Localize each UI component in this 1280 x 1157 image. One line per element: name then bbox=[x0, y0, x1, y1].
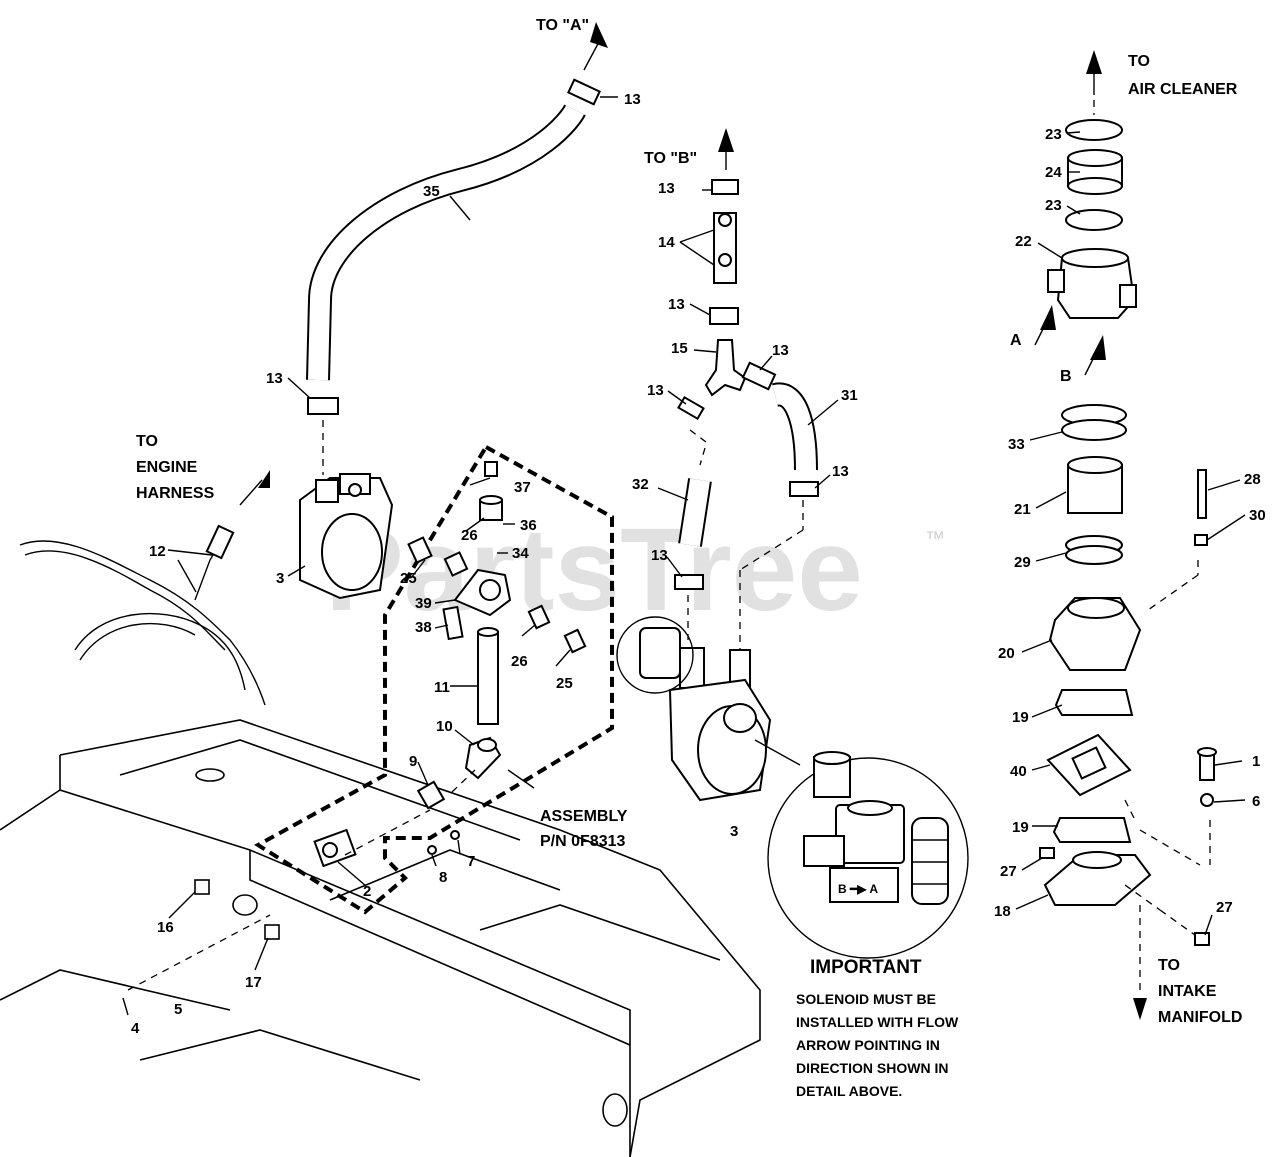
label-to-intake-3: MANIFOLD bbox=[1158, 1009, 1242, 1026]
part-number: 27 bbox=[1216, 899, 1233, 916]
assembly-boundary bbox=[254, 444, 614, 915]
part-number: 11 bbox=[434, 679, 450, 696]
part-number: 30 bbox=[1249, 507, 1266, 524]
part-number: 8 bbox=[439, 869, 447, 886]
label-letter-a: A bbox=[1010, 332, 1022, 349]
part-number: 25 bbox=[400, 570, 417, 587]
label-to-air-cleaner-1: TO bbox=[1128, 53, 1150, 70]
part-number: 3 bbox=[730, 823, 738, 840]
part-number: 21 bbox=[1014, 501, 1031, 518]
arrow-to-b bbox=[718, 128, 734, 152]
part-number: 6 bbox=[1252, 793, 1260, 810]
part-number: 18 bbox=[994, 903, 1011, 920]
part-number: 28 bbox=[1244, 471, 1261, 488]
part-number: 13 bbox=[624, 91, 641, 108]
part-number: 4 bbox=[131, 1020, 140, 1037]
part-number: 13 bbox=[668, 296, 685, 313]
part-number: 16 bbox=[157, 919, 174, 936]
generator-frame bbox=[0, 719, 761, 1157]
middle-hose-parts bbox=[674, 179, 819, 590]
part-number: 1 bbox=[1252, 753, 1260, 770]
part-number: 10 bbox=[436, 718, 453, 735]
part-number: 32 bbox=[632, 476, 649, 493]
part-number: 17 bbox=[245, 974, 262, 991]
part-number: 13 bbox=[772, 342, 789, 359]
part-number: 9 bbox=[409, 753, 417, 770]
part-number: 31 bbox=[841, 387, 858, 404]
part-number: 38 bbox=[415, 619, 432, 636]
hose-clamp bbox=[307, 397, 339, 415]
part-number: 5 bbox=[174, 1001, 182, 1018]
solenoid-detail: B ━▶ A bbox=[767, 751, 969, 959]
part-number: 23 bbox=[1045, 197, 1062, 214]
label-to-engine-2: ENGINE bbox=[136, 459, 198, 476]
air-intake-stack bbox=[1039, 119, 1217, 946]
part-number: 13 bbox=[651, 547, 668, 564]
label-assembly: ASSEMBLY bbox=[540, 808, 628, 825]
part-number: 23 bbox=[1045, 126, 1062, 143]
part-number: 12 bbox=[149, 543, 166, 560]
label-assembly-pn: P/N 0F8313 bbox=[540, 833, 625, 850]
part-number: 14 bbox=[658, 234, 675, 251]
part-number: 25 bbox=[556, 675, 573, 692]
label-to-engine-1: TO bbox=[136, 433, 158, 450]
part-number: 37 bbox=[514, 479, 531, 496]
label-to-a: TO "A" bbox=[536, 17, 589, 34]
part-number: 13 bbox=[647, 382, 664, 399]
label-to-air-cleaner-2: AIR CLEANER bbox=[1128, 81, 1238, 98]
fuel-regulator-middle bbox=[616, 616, 772, 802]
part-number: 24 bbox=[1045, 164, 1062, 181]
arrow-to-intake bbox=[1133, 998, 1147, 1020]
hose-clamp bbox=[567, 78, 601, 106]
part-number: 22 bbox=[1015, 233, 1032, 250]
part-number: 36 bbox=[520, 517, 537, 534]
part-number: 33 bbox=[1008, 436, 1025, 453]
label-to-b: TO "B" bbox=[644, 150, 697, 167]
part-number: 20 bbox=[998, 645, 1015, 662]
part-number: 2 bbox=[363, 883, 371, 900]
part-number: 29 bbox=[1014, 554, 1031, 571]
part-number: 26 bbox=[461, 527, 478, 544]
important-line-2: INSTALLED WITH FLOW bbox=[796, 1014, 959, 1030]
arrow-to-air-cleaner bbox=[1086, 50, 1102, 74]
leader-lines bbox=[122, 96, 1246, 1016]
part-number: 27 bbox=[1000, 863, 1017, 880]
hose-35 bbox=[306, 104, 586, 381]
important-title: IMPORTANT bbox=[810, 957, 922, 978]
assembly-parts bbox=[313, 461, 587, 868]
important-line-1: SOLENOID MUST BE bbox=[796, 991, 936, 1007]
part-number: 13 bbox=[658, 180, 675, 197]
trademark-symbol: ™ bbox=[925, 528, 945, 550]
part-number: 13 bbox=[832, 463, 849, 480]
important-line-4: DIRECTION SHOWN IN bbox=[796, 1060, 948, 1076]
part-number: 19 bbox=[1012, 709, 1029, 726]
important-line-3: ARROW POINTING IN bbox=[796, 1037, 940, 1053]
label-to-engine-3: HARNESS bbox=[136, 485, 215, 502]
part-number: 15 bbox=[671, 340, 688, 357]
part-number: 39 bbox=[415, 595, 432, 612]
part-number: 40 bbox=[1010, 763, 1027, 780]
svg-text:B ━▶ A: B ━▶ A bbox=[838, 882, 878, 896]
important-line-5: DETAIL ABOVE. bbox=[796, 1083, 902, 1099]
part-number: 13 bbox=[266, 370, 283, 387]
part-number-labels: 13 35 13 12 3 37 26 36 34 25 39 38 26 25… bbox=[131, 91, 1266, 1037]
label-letter-b: B bbox=[1060, 368, 1072, 385]
label-to-intake-2: INTAKE bbox=[1158, 983, 1217, 1000]
arrow-to-a bbox=[590, 22, 608, 48]
label-to-intake-1: TO bbox=[1158, 957, 1180, 974]
part-number: 26 bbox=[511, 653, 528, 670]
part-number: 35 bbox=[423, 183, 440, 200]
watermark: PartsTree bbox=[325, 504, 863, 636]
part-number: 19 bbox=[1012, 819, 1029, 836]
fuel-regulator-left bbox=[299, 473, 394, 600]
part-number: 3 bbox=[276, 570, 284, 587]
part-number: 7 bbox=[467, 853, 475, 870]
part-number: 34 bbox=[512, 545, 529, 562]
engine-harness-wires bbox=[19, 470, 270, 706]
